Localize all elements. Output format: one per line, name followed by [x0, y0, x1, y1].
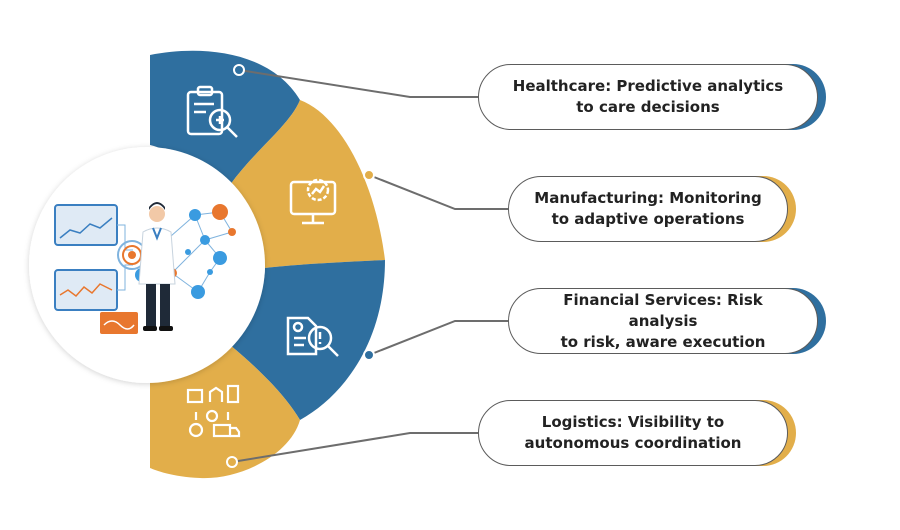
connectors: [231, 69, 508, 463]
connector-financial: [368, 320, 508, 356]
label-line1: Manufacturing: Monitoring: [534, 189, 762, 207]
connector-healthcare: [238, 69, 478, 98]
pill-manufacturing: Manufacturing: Monitoring to adaptive op…: [508, 176, 788, 242]
label-line2: to adaptive operations: [551, 210, 745, 228]
clipboard-search-icon: [186, 85, 238, 138]
pill-label: Manufacturing: Monitoring to adaptive op…: [534, 188, 761, 230]
connector-dot: [363, 169, 375, 181]
segment-logistics: [150, 345, 300, 479]
label-line1: Healthcare: Predictive analytics: [512, 77, 784, 95]
segment-financial: [230, 260, 385, 420]
label-line1: Financial Services: Risk analysis: [563, 290, 763, 330]
connector-logistics: [231, 432, 478, 463]
logistics-network-icon: [186, 384, 241, 438]
pill-financial: Financial Services: Risk analysis to ris…: [508, 288, 818, 354]
pill-healthcare: Healthcare: Predictive analytics to care…: [478, 64, 818, 130]
label-line2: to risk, aware execution: [560, 332, 766, 351]
monitor-gear-icon: [289, 178, 337, 225]
document-risk-search-icon: [286, 316, 339, 357]
segment-healthcare: [150, 50, 300, 185]
label-line2: autonomous coordination: [524, 434, 742, 452]
connector-dot: [363, 349, 375, 361]
pill-label: Healthcare: Predictive analytics to care…: [513, 76, 783, 118]
pill-label: Logistics: Visibility to autonomous coor…: [525, 412, 742, 454]
pill-label: Financial Services: Risk analysis to ris…: [529, 290, 797, 353]
label-line2: to care decisions: [576, 98, 720, 116]
segment-manufacturing: [230, 100, 385, 268]
connector-dot: [226, 456, 238, 468]
connector-dot: [233, 64, 245, 76]
pill-logistics: Logistics: Visibility to autonomous coor…: [478, 400, 788, 466]
label-line1: Logistics: Visibility to: [541, 413, 725, 431]
data-scientist-network-illustration: [54, 202, 236, 334]
connector-dots: [226, 64, 375, 468]
connector-manufacturing: [368, 174, 508, 210]
